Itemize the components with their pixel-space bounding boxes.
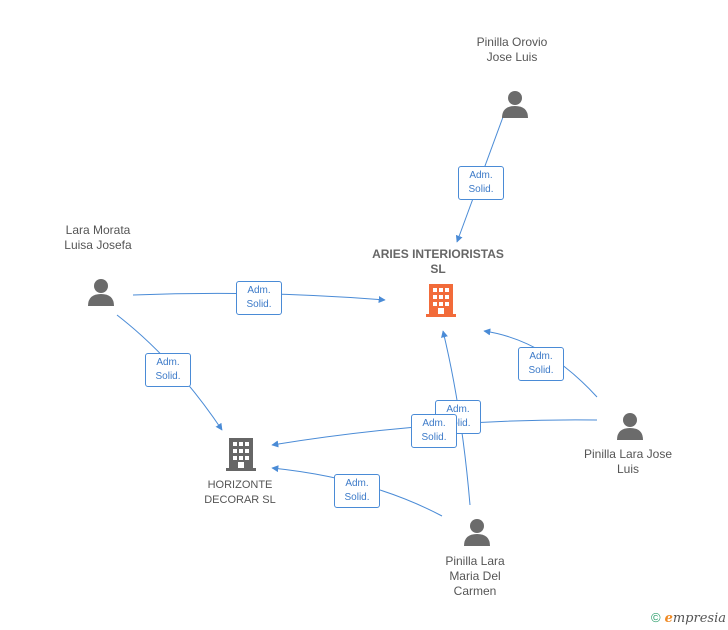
edge-label-line1: Adm.: [446, 404, 470, 415]
edge-label-line1: Adm.: [529, 351, 553, 362]
edge-label-badge[interactable]: Adm. Solid.: [458, 166, 504, 200]
person-label-pinilla-lara-maria[interactable]: Pinilla Lara Maria Del Carmen: [445, 554, 505, 598]
brand-name: mpresia: [672, 611, 726, 626]
edge-label-line2: Solid.: [421, 432, 447, 443]
edge-label-line2: Solid.: [246, 299, 272, 310]
edge-label-badge[interactable]: Adm. Solid.: [236, 281, 282, 315]
person-icon[interactable]: [616, 412, 644, 440]
edge-label-line2: Solid.: [344, 492, 370, 503]
building-icon[interactable]: [226, 438, 256, 472]
edge-label-line1: Adm.: [156, 357, 180, 368]
person-label-pinilla-orovio[interactable]: Pinilla Orovio Jose Luis: [476, 35, 548, 64]
brand-logo-e: e: [664, 611, 673, 626]
edge-label-badge[interactable]: Adm. Solid.: [334, 474, 380, 508]
edge-label-line2: Solid.: [445, 418, 471, 429]
company-label-aries[interactable]: ARIES INTERIORISTAS SL: [372, 247, 504, 276]
edge-label-badge[interactable]: Adm. Solid.: [411, 414, 457, 448]
footer-watermark: ©empresia: [651, 610, 726, 626]
edge-label-line2: Solid.: [528, 365, 554, 376]
edge-label-badge[interactable]: Adm. Solid.: [145, 353, 191, 387]
person-label-pinilla-lara-jose[interactable]: Pinilla Lara Jose Luis: [583, 447, 673, 476]
person-icon[interactable]: [501, 90, 529, 118]
edge-label-line2: Solid.: [155, 371, 181, 382]
person-label-lara-morata[interactable]: Lara Morata Luisa Josefa: [64, 223, 132, 252]
building-icon[interactable]: [426, 284, 456, 318]
company-label-horizonte[interactable]: HORIZONTE DECORAR SL: [204, 479, 276, 506]
edge-label-line1: Adm.: [345, 478, 369, 489]
person-icon[interactable]: [463, 518, 491, 546]
edge-label-line1: Adm.: [469, 170, 493, 181]
edges-layer: [116, 116, 598, 517]
edge-label-line2: Solid.: [468, 184, 494, 195]
edge-label-badge[interactable]: Adm. Solid.: [518, 347, 564, 381]
copyright-icon: ©: [650, 610, 661, 625]
edge-label-line1: Adm.: [247, 285, 271, 296]
person-icon[interactable]: [87, 278, 115, 306]
edge-label-line1: Adm.: [422, 418, 446, 429]
